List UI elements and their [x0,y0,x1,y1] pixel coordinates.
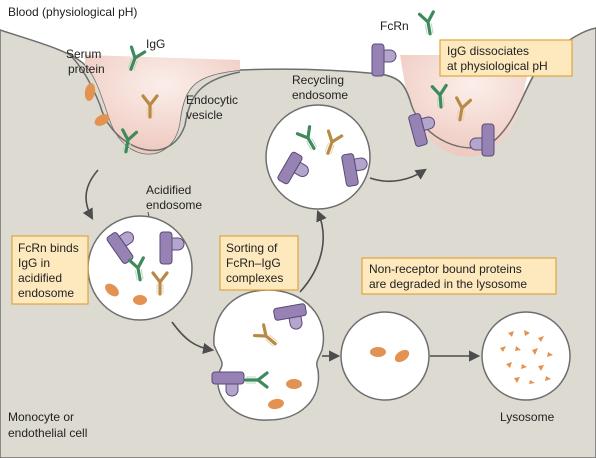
svg-text:FcRn–IgG: FcRn–IgG [226,256,281,270]
protein-fragments [500,330,553,384]
pathway-arrows [82,168,481,362]
lysosome-label: Lysosome [500,410,555,424]
serum-protein [84,83,96,101]
svg-text:are degraded in the lysosome: are degraded in the lysosome [369,277,527,291]
fcrn-receptor [371,43,397,77]
serum-protein [286,379,302,389]
serum-protein [133,295,147,305]
lysosome [481,311,571,401]
recycling-endosome [265,104,371,210]
callout-fcrn-binds: FcRn binds IgG in acidified endosome [11,235,89,305]
arrow-recycling-to-surface [369,168,427,182]
svg-text:Non-receptor bound proteins: Non-receptor bound proteins [369,262,522,276]
svg-text:IgG dissociates: IgG dissociates [447,44,529,58]
callout-sorting: Sorting of FcRn–IgG complexes [219,235,299,291]
serum-protein [94,114,110,126]
svg-text:at physiological pH: at physiological pH [447,59,548,73]
blood-label: Blood (physiological pH) [8,5,137,19]
serum-protein [370,347,386,357]
fcrn-label: FcRn [380,19,409,33]
svg-text:endosome: endosome [18,286,74,300]
endocytic-vesicle-label-2: vesicle [186,108,223,122]
arrow-acidified-to-sorting [171,321,215,354]
arrow-vesicle-to-acidified [82,169,99,220]
svg-text:complexes: complexes [226,271,283,285]
late-endosome [340,311,430,401]
serum-protein [268,398,284,410]
exocytosis-region [400,55,545,157]
callout-dissociates: IgG dissociates at physiological pH [439,39,573,77]
serum-protein-label-2: protein [68,62,105,76]
svg-text:FcRn binds: FcRn binds [18,241,79,255]
callout-degraded: Non-receptor bound proteins are degraded… [361,257,557,295]
igg-antibody [417,10,439,37]
acidified-endosome-label: Acidified [146,183,191,197]
svg-text:acidified: acidified [18,271,62,285]
acidified-endosome-label-2: endosome [146,198,202,212]
endocytic-vesicle-label: Endocytic [186,93,238,107]
serum-protein [105,283,119,297]
sorting-endosome [213,289,325,421]
recycling-endosome-label: Recycling [292,73,344,87]
svg-text:Sorting of: Sorting of [226,241,278,255]
serum-protein-label: Serum [66,47,101,61]
igg-label: IgG [146,37,165,51]
svg-text:IgG in: IgG in [18,256,50,270]
cell-label: Monocyte or [8,410,74,424]
recycling-endosome-label-2: endosome [292,88,348,102]
cell-label-2: endothelial cell [8,426,87,440]
arrow-sorting-to-recycling [299,209,327,293]
serum-protein [394,349,410,363]
